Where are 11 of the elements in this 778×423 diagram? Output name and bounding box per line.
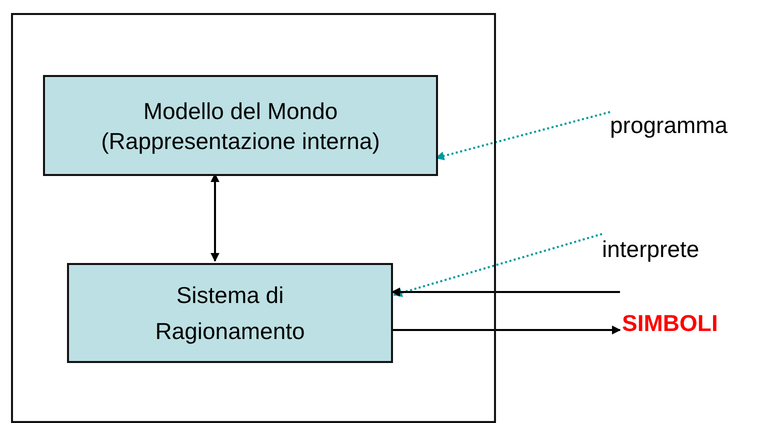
box-text: Modello del Mondo (Rappresentazione interna) (100, 96, 381, 156)
arrow (391, 326, 621, 334)
text-label: programma (610, 111, 728, 140)
arrow (391, 288, 620, 296)
text-label: interprete (602, 235, 700, 264)
process-box (43, 75, 438, 176)
box-text: Sistema di Ragionamento (154, 281, 306, 346)
frame-box (11, 13, 496, 423)
process-box (67, 263, 393, 363)
dotted-arrow (393, 233, 602, 298)
emphasis-label: SIMBOLI (622, 309, 718, 338)
